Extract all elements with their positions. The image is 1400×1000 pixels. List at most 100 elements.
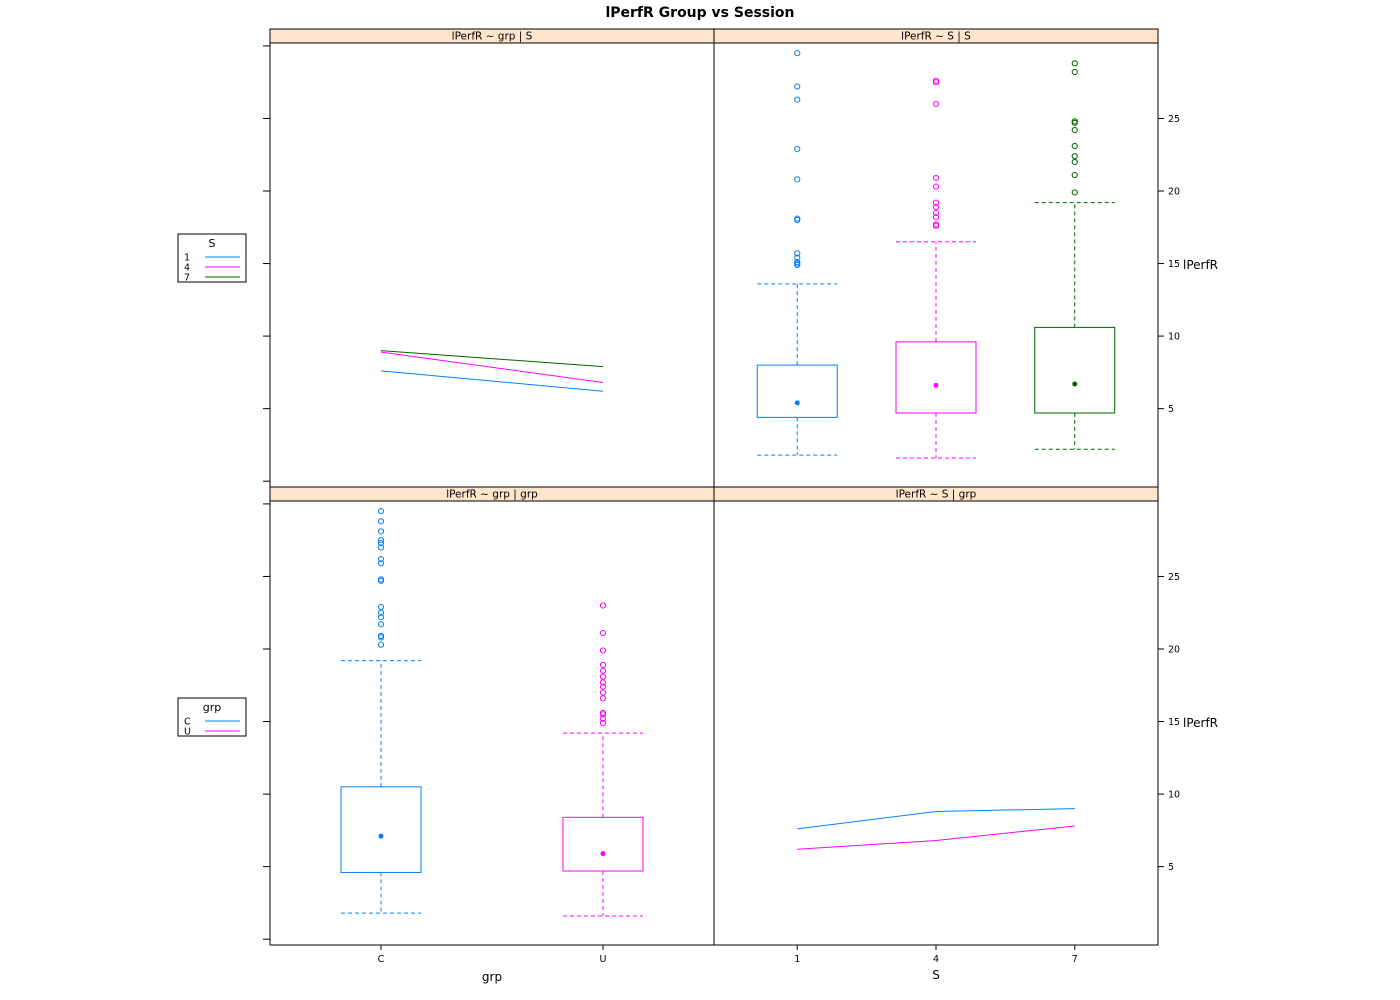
iqr-box <box>562 816 644 872</box>
outlier-point <box>377 544 385 551</box>
outlier-point <box>377 555 385 563</box>
outlier-point <box>794 258 801 266</box>
outlier-point <box>377 508 385 515</box>
outlier-point <box>794 145 801 153</box>
y-tick-label: 5 <box>1168 862 1174 873</box>
strip-label: lPerfR ~ grp | S <box>452 31 533 43</box>
outlier-point <box>794 215 801 222</box>
strip-label: lPerfR ~ grp | grp <box>446 489 538 501</box>
y-tick-label: 20 <box>1168 645 1180 656</box>
legend-title: grp <box>203 701 222 714</box>
outlier-point <box>377 603 385 611</box>
panel-4: lPerfR ~ S | grp <box>713 486 1159 946</box>
outlier-point <box>599 683 607 690</box>
box-C <box>340 508 422 914</box>
outlier-point <box>599 647 607 654</box>
box-7 <box>1034 60 1116 450</box>
iqr-box <box>1034 326 1116 414</box>
outlier-point <box>377 518 385 525</box>
outlier-point <box>377 613 385 621</box>
box-1 <box>756 50 838 456</box>
outlier-point <box>377 641 385 648</box>
x-tick-label: 4 <box>933 954 939 965</box>
outlier-point <box>794 250 801 257</box>
outlier-point <box>377 609 385 616</box>
median-dot <box>378 833 384 839</box>
outlier-point <box>794 254 801 261</box>
legend-key-label: C <box>184 717 191 728</box>
x-tick-label: 1 <box>794 954 800 965</box>
outlier-point <box>932 199 940 206</box>
strip-label: lPerfR ~ S | grp <box>896 489 977 501</box>
outlier-point <box>1071 118 1078 125</box>
series-line-U <box>797 825 1075 850</box>
outlier-point <box>599 695 607 702</box>
panel-2: lPerfR ~ S | S <box>713 28 1159 488</box>
outlier-point <box>1071 126 1078 134</box>
outlier-point <box>794 83 801 90</box>
y-tick-label: 10 <box>1168 332 1180 343</box>
legend-key-label: 1 <box>184 253 190 264</box>
page-title: lPerfR Group vs Session <box>605 5 794 21</box>
outlier-point <box>1071 60 1078 67</box>
series-line-4 <box>380 351 604 383</box>
y-tick-label: 5 <box>1168 404 1174 415</box>
outlier-point <box>794 96 801 103</box>
outlier-point <box>377 621 385 628</box>
outlier-point <box>932 221 940 228</box>
outlier-point <box>932 203 940 211</box>
y-tick-label: 25 <box>1168 572 1180 583</box>
outlier-point <box>377 632 385 640</box>
median-dot <box>794 400 800 406</box>
x-tick-label: 7 <box>1072 954 1078 965</box>
legend-frame <box>177 233 247 283</box>
outlier-point <box>599 629 607 637</box>
panels: lPerfR ~ grp | S lPerfR ~ S | S lPerfR ~ g… <box>269 28 1159 946</box>
outlier-point <box>932 209 940 216</box>
outlier-point <box>932 183 940 190</box>
panel-1: lPerfR ~ grp | S <box>269 28 715 488</box>
median-dot <box>1072 381 1078 387</box>
outlier-point <box>599 661 607 669</box>
outlier-point <box>932 77 940 84</box>
outlier-point <box>794 50 801 57</box>
outlier-point <box>377 576 385 583</box>
y-tick-label: 25 <box>1168 114 1180 125</box>
x-axis-label-grp: grp <box>482 970 502 984</box>
outlier-point <box>794 176 801 183</box>
outlier-point <box>1071 171 1078 179</box>
outlier-point <box>1071 68 1078 76</box>
outlier-point <box>377 537 385 544</box>
iqr-box <box>895 341 977 414</box>
outlier-point <box>599 667 607 674</box>
y-axis-label: lPerfR <box>1183 716 1218 730</box>
y-tick-label: 15 <box>1168 259 1180 270</box>
outlier-point <box>932 214 940 221</box>
x-tick-label: C <box>378 954 385 965</box>
outlier-point <box>1071 153 1078 160</box>
outlier-point <box>599 673 607 680</box>
outlier-point <box>377 539 385 547</box>
outlier-point <box>932 174 940 182</box>
outlier-point <box>599 679 607 686</box>
outlier-point <box>599 709 607 716</box>
iqr-box <box>340 786 422 873</box>
y-axis-label: lPerfR <box>1183 258 1218 272</box>
outlier-point <box>1071 189 1078 196</box>
outlier-point <box>599 689 607 696</box>
panel-border <box>713 500 1159 946</box>
legend-key-label: U <box>184 727 191 738</box>
outlier-point <box>599 715 607 722</box>
box-4 <box>895 77 977 459</box>
outlier-point <box>377 528 385 535</box>
panel-border <box>269 42 715 488</box>
box-U <box>562 602 644 917</box>
outlier-point <box>377 560 385 567</box>
outlier-point <box>932 100 940 108</box>
x-axis-label-S: S <box>932 968 940 982</box>
